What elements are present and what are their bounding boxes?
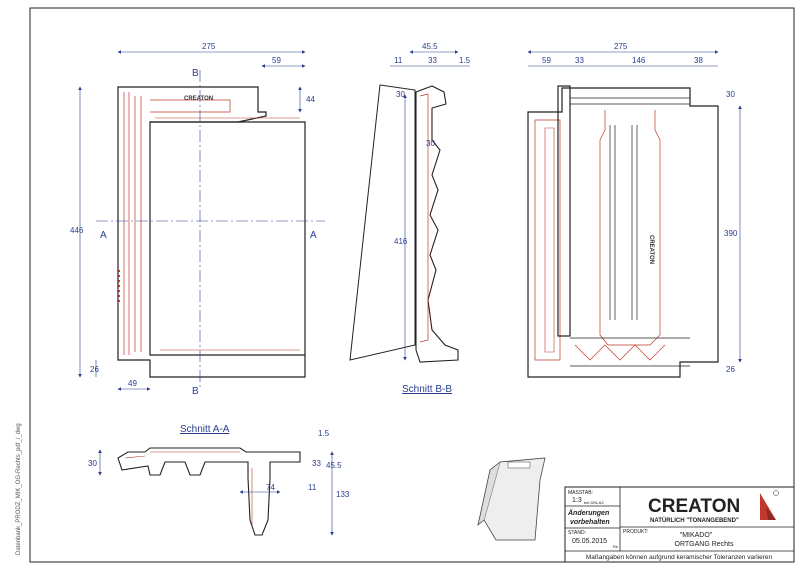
dim-bb-left-top: 30 xyxy=(396,90,405,99)
brand-slogan: NATÜRLICH "TONANGEBEND" xyxy=(650,517,739,524)
massstab-note: bei DIN-A3 xyxy=(584,500,604,505)
marker-b-top: B xyxy=(192,68,199,79)
dim-aa-r3: 45.5 xyxy=(326,461,342,470)
tolerance-disclaimer: Maßangaben können aufgrund keramischer T… xyxy=(586,554,773,561)
dim-front-bottom-left: 49 xyxy=(128,379,137,388)
dim-bb-top-right: 1.5 xyxy=(459,56,471,65)
back-view: CREATON 275 59 33 146 38 30 390 26 xyxy=(527,42,742,378)
dim-bb-top-left: 11 xyxy=(394,56,403,65)
marker-a-right: A xyxy=(310,230,317,241)
massstab-label: MASSTAB: xyxy=(568,490,593,496)
changes-line1: Änderungen xyxy=(567,509,609,517)
sheet-frame xyxy=(29,7,795,563)
marker-b-bottom: B xyxy=(192,386,199,397)
dim-front-height: 446 xyxy=(70,226,84,235)
dim-back-right-top: 30 xyxy=(726,90,735,99)
brand-logo-icon xyxy=(760,490,779,520)
dim-back-bottom: 26 xyxy=(726,365,735,374)
dim-aa-left: 30 xyxy=(88,459,97,468)
dim-front-top-right: 59 xyxy=(272,56,281,65)
dim-aa-bottom: 74 xyxy=(266,483,275,492)
dim-front-right-small: 44 xyxy=(306,95,315,104)
dim-back-d4: 38 xyxy=(694,56,703,65)
section-bb-title: Schnitt B-B xyxy=(402,384,452,395)
tile-3d-thumbnail xyxy=(477,457,546,541)
dim-bb-top: 45.5 xyxy=(422,42,438,51)
massstab-value: 1:3 xyxy=(572,497,582,504)
dim-front-bottom: 26 xyxy=(90,365,99,374)
brand-name: CREATON xyxy=(648,496,740,517)
dim-bb-height: 416 xyxy=(394,237,408,246)
produkt-label: PRODUKT: xyxy=(623,529,648,535)
dim-back-d2: 33 xyxy=(575,56,584,65)
dim-aa-height: 133 xyxy=(336,490,350,499)
product-name: "MIKADO" xyxy=(680,532,713,539)
section-bb-view: 45.5 11 33 1.5 30 30 416 Schnitt B-B xyxy=(349,42,471,395)
stand-rs: Rs xyxy=(613,544,618,549)
product-variant: ORTGANG Rechts xyxy=(675,541,734,548)
stand-label: STAND: xyxy=(568,530,586,536)
stand-value: 05.05.2015 xyxy=(572,538,607,545)
dim-aa-r1: 1.5 xyxy=(318,429,330,438)
dim-front-width: 275 xyxy=(202,42,216,51)
front-view: CREATON 275 59 44 446 26 49 B B A A xyxy=(70,42,325,397)
section-aa-view: Schnitt A-A 30 1.5 33 45.5 74 11 133 xyxy=(88,424,350,536)
dim-aa-r2: 33 xyxy=(312,459,321,468)
marker-a-left: A xyxy=(100,230,107,241)
file-path-label: Datenbank_PRODZ_MIK_OG-Rechts_pdf_/_dwg xyxy=(16,423,22,555)
dim-back-d3: 146 xyxy=(632,56,646,65)
dim-back-height: 390 xyxy=(724,229,738,238)
dim-aa-small: 11 xyxy=(308,483,317,492)
section-aa-title: Schnitt A-A xyxy=(180,424,230,435)
dim-back-width: 275 xyxy=(614,42,628,51)
dim-back-d1: 59 xyxy=(542,56,551,65)
title-block: MASSTAB: 1:3 bei DIN-A3 Änderungen vorbe… xyxy=(564,486,795,563)
dim-bb-top-mid: 33 xyxy=(428,56,437,65)
tile-logo-back: CREATON xyxy=(648,235,654,264)
dim-bb-inner: 30 xyxy=(426,139,435,148)
changes-line2: vorbehalten xyxy=(570,519,610,526)
tile-logo-front: CREATON xyxy=(184,96,213,102)
